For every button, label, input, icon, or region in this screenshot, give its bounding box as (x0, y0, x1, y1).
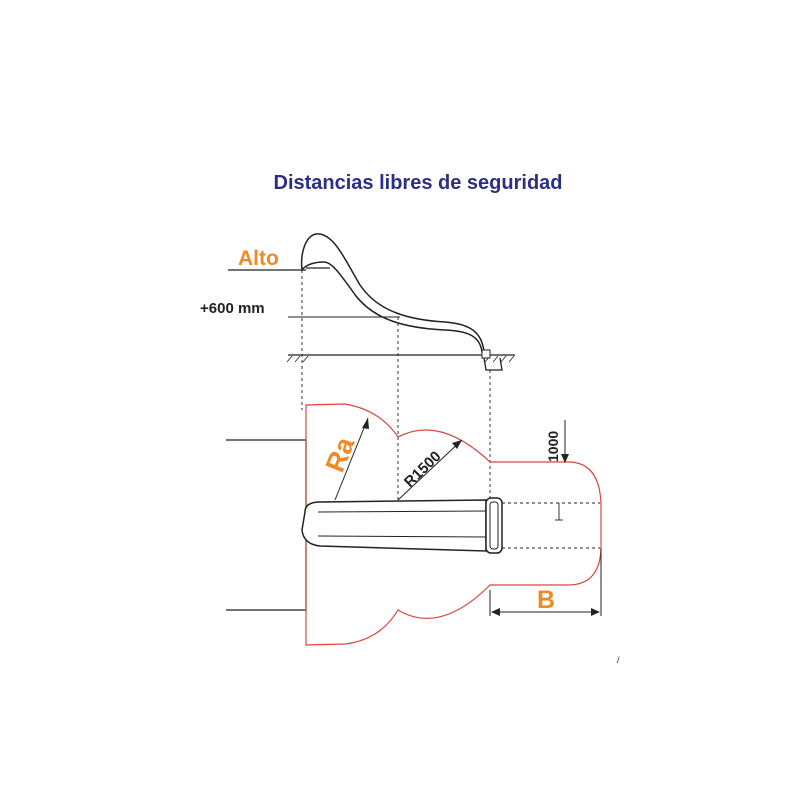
d1000-label: 1000 (545, 431, 561, 462)
dimension-1000 (561, 420, 569, 463)
ground-line (286, 354, 515, 363)
r1500-radius (397, 439, 463, 501)
projection-lines (301, 270, 491, 545)
tick-mark: / (617, 655, 620, 665)
r1500-label: R1500 (401, 448, 445, 491)
diagram-title: Distancias libres de seguridad (273, 172, 563, 194)
ra-radius (334, 417, 369, 501)
slide-side-view (300, 233, 503, 371)
b-label: B (537, 586, 555, 614)
exit-zone-guides (502, 502, 600, 549)
plus600-label: +600 mm (200, 300, 265, 317)
alto-label: Alto (238, 247, 279, 270)
safety-zone-outline (305, 403, 602, 646)
dimension-b (489, 548, 602, 616)
center-marker (555, 503, 563, 521)
slide-top-view (301, 497, 503, 554)
ra-label: Ra (320, 432, 361, 476)
structure-outline (226, 439, 307, 611)
